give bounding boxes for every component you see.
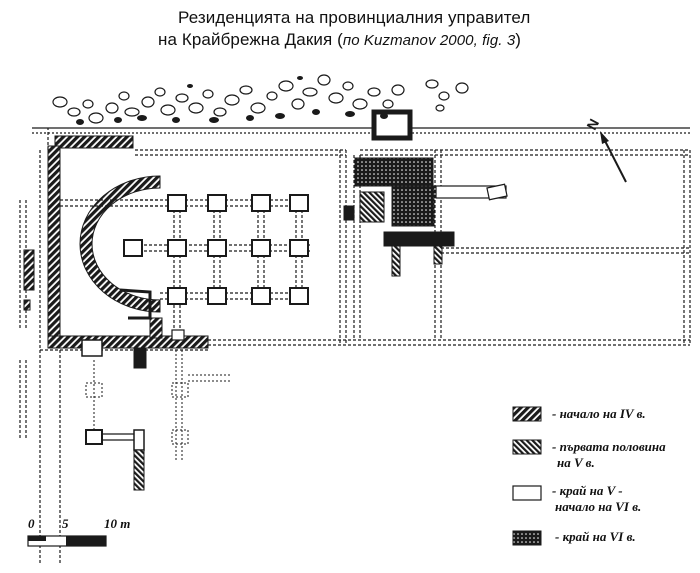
title-line-2-main: на Крайбрежна Дакия ( xyxy=(158,30,343,49)
pillar-grid xyxy=(123,194,310,341)
legend-swatch-late-6th xyxy=(512,530,542,546)
north-arrow-icon: N xyxy=(583,116,627,183)
title-line-2-close: ) xyxy=(515,30,522,49)
legend-swatch-late-5th xyxy=(512,485,542,501)
legend-label-first-half-5th-1: - първата половина xyxy=(552,439,666,454)
rubble-fill xyxy=(76,76,388,125)
legend-label-late-6th: - край на VI в. xyxy=(555,529,636,544)
west-ends xyxy=(23,249,35,311)
scale-bar-icon: 0 5 10 m xyxy=(27,516,130,547)
legend-swatch-early-4th xyxy=(512,406,542,422)
scale-label-5: 5 xyxy=(62,516,69,531)
legend-label-late-5th-1: - край на V - xyxy=(552,483,623,498)
ne-rooms xyxy=(343,157,508,277)
apse xyxy=(79,175,161,313)
scale-label-10: 10 m xyxy=(104,516,130,531)
legend-label-first-half-5th-2: на V в. xyxy=(557,455,595,470)
title-reference: по Kuzmanov 2000, fig. 3 xyxy=(342,32,516,49)
legend-swatch-first-half-5th xyxy=(512,439,542,455)
legend-label-early-4th: - начало на IV в. xyxy=(552,406,646,421)
north-boundary xyxy=(32,109,690,141)
title-line-1: Резиденцията на провинциалния управител xyxy=(178,8,531,27)
south-annex xyxy=(81,339,230,491)
legend-label-late-5th-2: начало на VI в. xyxy=(555,499,641,514)
apse-corner xyxy=(119,288,152,320)
rubble-band xyxy=(52,74,469,124)
north-wall-iv xyxy=(54,135,134,149)
title-line-2: на Крайбрежна Дакия (по Kuzmanov 2000, f… xyxy=(158,30,521,50)
north-label: N xyxy=(583,116,602,132)
legend: - начало на IV в. - първата половина на … xyxy=(512,406,666,546)
scale-label-0: 0 xyxy=(28,516,35,531)
